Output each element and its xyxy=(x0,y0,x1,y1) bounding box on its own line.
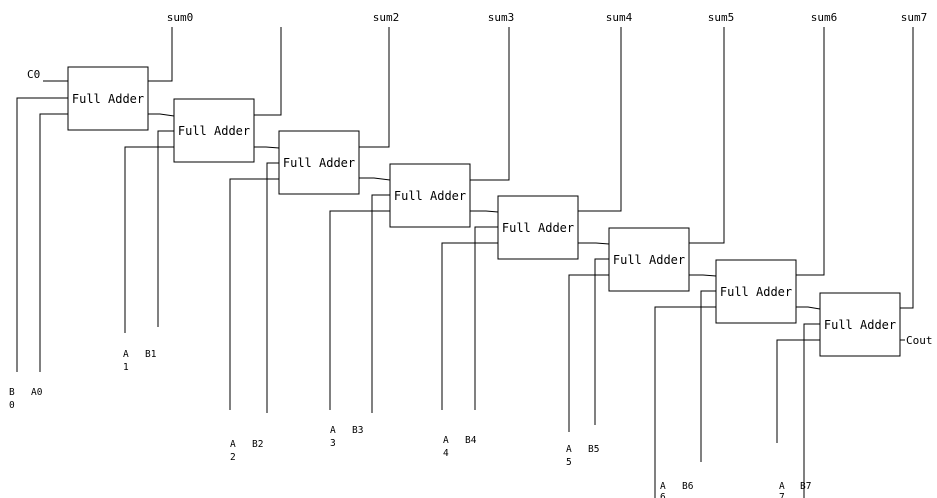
sum-label-0: sum0 xyxy=(167,11,194,24)
pin-3-a-index: 3 xyxy=(330,438,336,449)
adder-1-box xyxy=(173,98,255,163)
adder-4-label: Full Adder xyxy=(502,221,574,235)
adder-0-box xyxy=(67,66,149,131)
pin-1-a-index: 1 xyxy=(123,362,129,373)
input-0b-wire xyxy=(39,113,68,372)
pin-4-b-label: B4 xyxy=(465,435,477,446)
pin-4-a-label: A xyxy=(443,435,449,446)
sum6-wire xyxy=(796,27,825,276)
adder-2-box xyxy=(278,130,360,195)
pin-2-a-index: 2 xyxy=(230,452,236,463)
adder-6: Full Adder xyxy=(715,259,797,324)
carry-0-1-wire xyxy=(148,113,175,117)
pin-7-b-label: B7 xyxy=(800,481,811,492)
adder-3-label: Full Adder xyxy=(394,189,466,203)
carry-in-label: C0 xyxy=(27,68,40,81)
adder-7: Full Adder xyxy=(819,292,901,357)
input-2a-wire xyxy=(229,178,279,410)
adder-6-label: Full Adder xyxy=(720,285,792,299)
input-3a-wire xyxy=(329,210,390,410)
pin-6-a-index: 6 xyxy=(660,492,666,498)
sum-label-6: sum6 xyxy=(811,11,838,24)
adder-0: Full Adder xyxy=(67,66,149,131)
adder-6-box xyxy=(715,259,797,324)
input-7b-wire xyxy=(803,323,820,498)
sum4-wire xyxy=(578,27,622,212)
input-6a-wire xyxy=(654,306,716,498)
sum1-wire xyxy=(254,27,282,116)
adder-1-label: Full Adder xyxy=(178,124,250,138)
pin-0-b-label: B xyxy=(9,387,15,398)
adder-3: Full Adder xyxy=(389,163,471,228)
input-4b-wire xyxy=(474,226,498,410)
input-1b-wire xyxy=(157,130,174,327)
adder-4-box xyxy=(497,195,579,260)
adder-2-label: Full Adder xyxy=(283,156,355,170)
sum-label-3: sum3 xyxy=(488,11,515,24)
pin-7-a-index: 7 xyxy=(779,492,785,498)
carry-4-5-wire xyxy=(578,242,610,245)
sum3-wire xyxy=(470,27,510,181)
carry-1-2-wire xyxy=(254,146,280,149)
sum2-wire xyxy=(359,27,390,148)
input-3b-wire xyxy=(371,194,390,413)
input-6b-wire xyxy=(700,290,716,462)
input-2b-wire xyxy=(266,162,279,413)
adder-5: Full Adder xyxy=(608,227,690,292)
pin-5-a-label: A xyxy=(566,444,572,455)
pin-0-a-label: A0 xyxy=(31,387,43,398)
pin-1-a-label: A xyxy=(123,349,129,360)
sum-label-5: sum5 xyxy=(708,11,735,24)
sum5-wire xyxy=(689,27,725,244)
pin-5-a-index: 5 xyxy=(566,457,572,468)
carry-5-6-wire xyxy=(689,274,717,277)
adder-0-label: Full Adder xyxy=(72,92,144,106)
sum-label-7: sum7 xyxy=(901,11,928,24)
input-5b-wire xyxy=(594,258,609,425)
pin-1-b-label: B1 xyxy=(145,349,157,360)
input-7a-wire xyxy=(776,339,820,443)
input-5a-wire xyxy=(568,274,609,432)
carry-out-label: Cout xyxy=(906,334,933,347)
sum-label-2: sum2 xyxy=(373,11,400,24)
sum7-wire xyxy=(900,27,914,309)
pin-4-a-index: 4 xyxy=(443,448,449,459)
carry-6-7-wire xyxy=(796,306,821,310)
pin-3-a-label: A xyxy=(330,425,336,436)
input-0a-wire xyxy=(16,97,68,372)
adder-3-box xyxy=(389,163,471,228)
sum-label-4: sum4 xyxy=(606,11,633,24)
pin-6-b-label: B6 xyxy=(682,481,694,492)
pin-3-b-label: B3 xyxy=(352,425,363,436)
pin-0-b-index: 0 xyxy=(9,400,15,411)
pin-5-b-label: B5 xyxy=(588,444,599,455)
adder-5-box xyxy=(608,227,690,292)
pin-2-b-label: B2 xyxy=(252,439,263,450)
sum0-wire xyxy=(148,27,173,82)
pin-2-a-label: A xyxy=(230,439,236,450)
adder-5-label: Full Adder xyxy=(613,253,685,267)
carry-3-4-wire xyxy=(470,210,499,213)
input-1a-wire xyxy=(124,146,174,333)
adder-4: Full Adder xyxy=(497,195,579,260)
input-4a-wire xyxy=(441,242,498,410)
pin-7-a-label: A xyxy=(779,481,785,492)
pin-6-a-label: A xyxy=(660,481,666,492)
adder-1: Full Adder xyxy=(173,98,255,163)
carry-2-3-wire xyxy=(359,177,391,181)
adder-2: Full Adder xyxy=(278,130,360,195)
adder-7-label: Full Adder xyxy=(824,318,896,332)
